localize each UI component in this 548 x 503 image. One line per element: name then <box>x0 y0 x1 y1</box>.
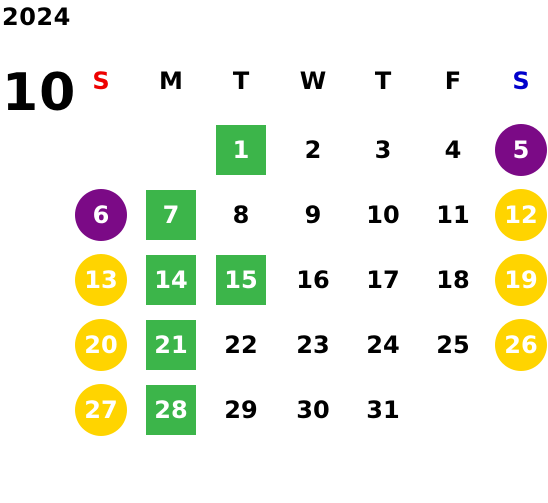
calendar-day-15[interactable]: 15 <box>216 255 266 305</box>
calendar-day-25[interactable]: 25 <box>436 331 470 359</box>
weekday-header-monday: M <box>159 67 183 95</box>
calendar-day-23[interactable]: 23 <box>296 331 330 359</box>
weekday-header-friday: F <box>444 67 462 95</box>
calendar-day-4[interactable]: 4 <box>444 136 462 164</box>
calendar-day-29[interactable]: 29 <box>224 396 258 424</box>
calendar-day-26[interactable]: 26 <box>495 319 547 371</box>
weekday-header-tuesday: T <box>232 67 250 95</box>
calendar-day-16[interactable]: 16 <box>296 266 330 294</box>
calendar-day-8[interactable]: 8 <box>232 201 250 229</box>
calendar-day-30[interactable]: 30 <box>296 396 330 424</box>
calendar-day-28[interactable]: 28 <box>146 385 196 435</box>
calendar-day-3[interactable]: 3 <box>374 136 392 164</box>
calendar-day-2[interactable]: 2 <box>304 136 322 164</box>
calendar-month: 10 <box>2 63 77 123</box>
calendar-year: 2024 <box>2 3 71 31</box>
calendar-day-11[interactable]: 11 <box>436 201 470 229</box>
weekday-header-thursday: T <box>374 67 392 95</box>
calendar-day-19[interactable]: 19 <box>495 254 547 306</box>
calendar-day-6[interactable]: 6 <box>75 189 127 241</box>
weekday-header-wednesday: W <box>299 67 327 95</box>
weekday-header-sunday: S <box>92 67 110 95</box>
calendar-day-9[interactable]: 9 <box>304 201 322 229</box>
calendar-day-5[interactable]: 5 <box>495 124 547 176</box>
calendar-day-7[interactable]: 7 <box>146 190 196 240</box>
calendar-day-14[interactable]: 14 <box>146 255 196 305</box>
calendar-day-24[interactable]: 24 <box>366 331 400 359</box>
calendar-day-21[interactable]: 21 <box>146 320 196 370</box>
calendar-day-13[interactable]: 13 <box>75 254 127 306</box>
calendar-day-17[interactable]: 17 <box>366 266 400 294</box>
calendar-day-1[interactable]: 1 <box>216 125 266 175</box>
calendar-day-31[interactable]: 31 <box>366 396 400 424</box>
calendar-day-22[interactable]: 22 <box>224 331 258 359</box>
calendar-day-12[interactable]: 12 <box>495 189 547 241</box>
calendar-day-18[interactable]: 18 <box>436 266 470 294</box>
calendar-day-27[interactable]: 27 <box>75 384 127 436</box>
calendar-day-10[interactable]: 10 <box>366 201 400 229</box>
weekday-header-saturday: S <box>512 67 530 95</box>
calendar-day-20[interactable]: 20 <box>75 319 127 371</box>
